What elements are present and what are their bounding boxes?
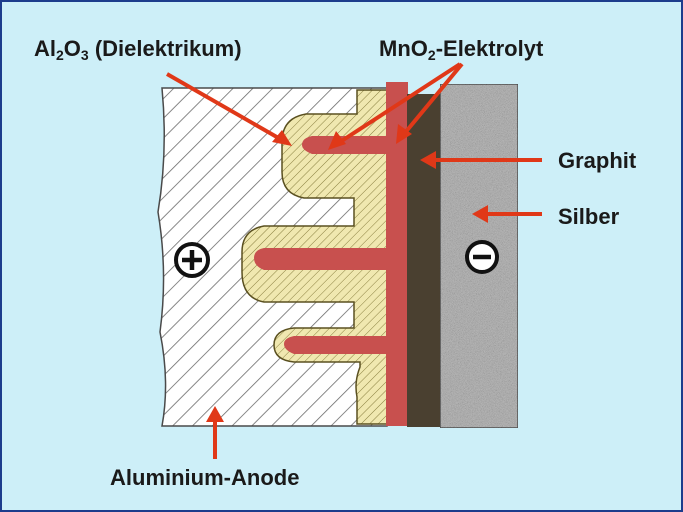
electrolyte-label: MnO2-Elektrolyt: [379, 36, 544, 63]
silver-label: Silber: [558, 204, 620, 229]
arrow-dielectric: [166, 72, 283, 142]
arrowhead-silver: [472, 205, 488, 223]
arrows: [166, 62, 542, 459]
electrolyte-layer: [254, 82, 408, 426]
arrowhead-dielectric: [272, 130, 292, 146]
dielectric-label: Al2O3 (Dielektrikum): [34, 36, 242, 63]
arrow-electrolyte-2: [402, 62, 464, 136]
graphite-layer: [407, 94, 442, 427]
arrow-electrolyte-1: [338, 62, 462, 144]
minus-sign-icon: [465, 240, 499, 274]
arrowhead-electrolyte-1: [328, 131, 346, 150]
silver-layer: [439, 83, 519, 429]
arrowhead-electrolyte-2: [396, 124, 412, 144]
arrowhead-anode: [206, 406, 224, 422]
plus-sign-icon: [174, 242, 210, 278]
graphite-label: Graphit: [558, 148, 637, 173]
anode-label: Aluminium-Anode: [110, 465, 300, 490]
arrowhead-graphite: [420, 151, 436, 169]
